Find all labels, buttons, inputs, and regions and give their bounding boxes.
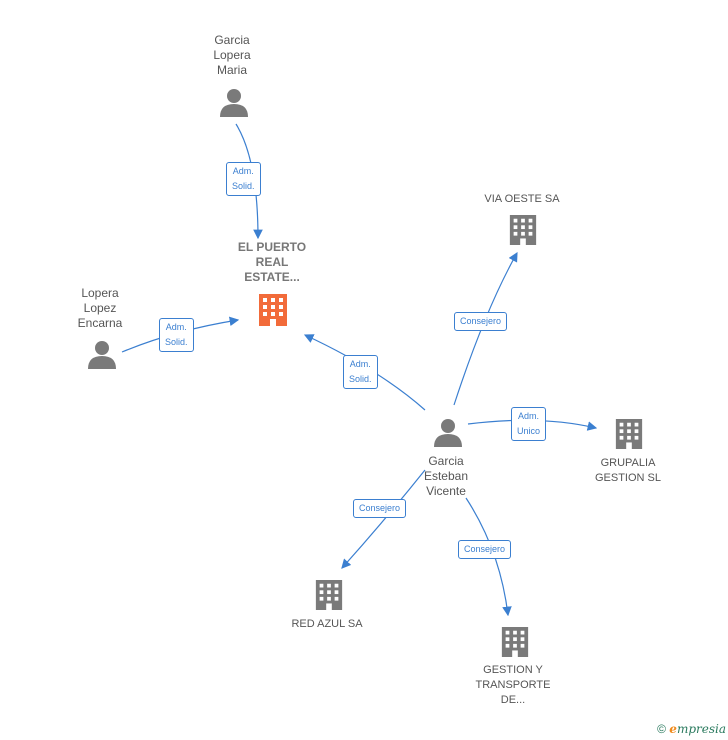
main-company-label: EL PUERTO REAL ESTATE...: [237, 240, 307, 284]
edge-label-adm-solid: Adm. Solid.: [159, 318, 194, 352]
node-lopera-lopez-encarna[interactable]: Lopera Lopez Encarna: [60, 286, 140, 331]
company-label: GESTION Y TRANSPORTE DE...: [475, 664, 551, 706]
node-main-company[interactable]: EL PUERTO REAL ESTATE...: [222, 240, 322, 285]
empresia-logo[interactable]: © empresia: [657, 722, 726, 736]
building-icon: [315, 580, 343, 610]
building-icon: [615, 419, 643, 449]
person-icon: [88, 341, 116, 369]
person-label: Garcia Esteban Vicente: [423, 454, 469, 498]
building-icon: [509, 215, 537, 245]
copyright-symbol: ©: [657, 722, 666, 736]
person-icon: [220, 89, 248, 117]
person-label: Lopera Lopez Encarna: [77, 286, 123, 330]
company-label: RED AZUL SA: [291, 618, 363, 630]
edge-label-adm-solid: Adm. Solid.: [226, 162, 261, 196]
person-label: Garcia Lopera Maria: [213, 33, 251, 77]
edge-garcia-esteban-red-azul: [341, 469, 426, 569]
person-icon: [434, 419, 462, 447]
building-icon: [259, 294, 287, 326]
node-garcia-lopera-maria[interactable]: Garcia Lopera Maria: [192, 33, 272, 78]
brand-name: empresia: [669, 722, 726, 736]
node-via-oeste[interactable]: VIA OESTE SA: [462, 192, 582, 207]
edge-label-adm-unico: Adm. Unico: [511, 407, 547, 441]
company-label: GRUPALIA GESTION SL: [594, 457, 662, 484]
edge-label-consejero: Consejero: [353, 499, 407, 518]
edge-label-consejero: Consejero: [454, 312, 508, 331]
node-garcia-esteban-vicente[interactable]: Garcia Esteban Vicente: [406, 454, 486, 499]
node-grupalia[interactable]: GRUPALIA GESTION SL: [578, 456, 678, 486]
node-red-azul[interactable]: RED AZUL SA: [277, 617, 377, 632]
edge-label-consejero: Consejero: [458, 540, 512, 559]
building-icon: [501, 627, 529, 657]
node-gestion-transporte[interactable]: GESTION Y TRANSPORTE DE...: [463, 663, 563, 708]
company-label: VIA OESTE SA: [484, 193, 560, 205]
edge-label-adm-solid: Adm. Solid.: [343, 355, 378, 389]
